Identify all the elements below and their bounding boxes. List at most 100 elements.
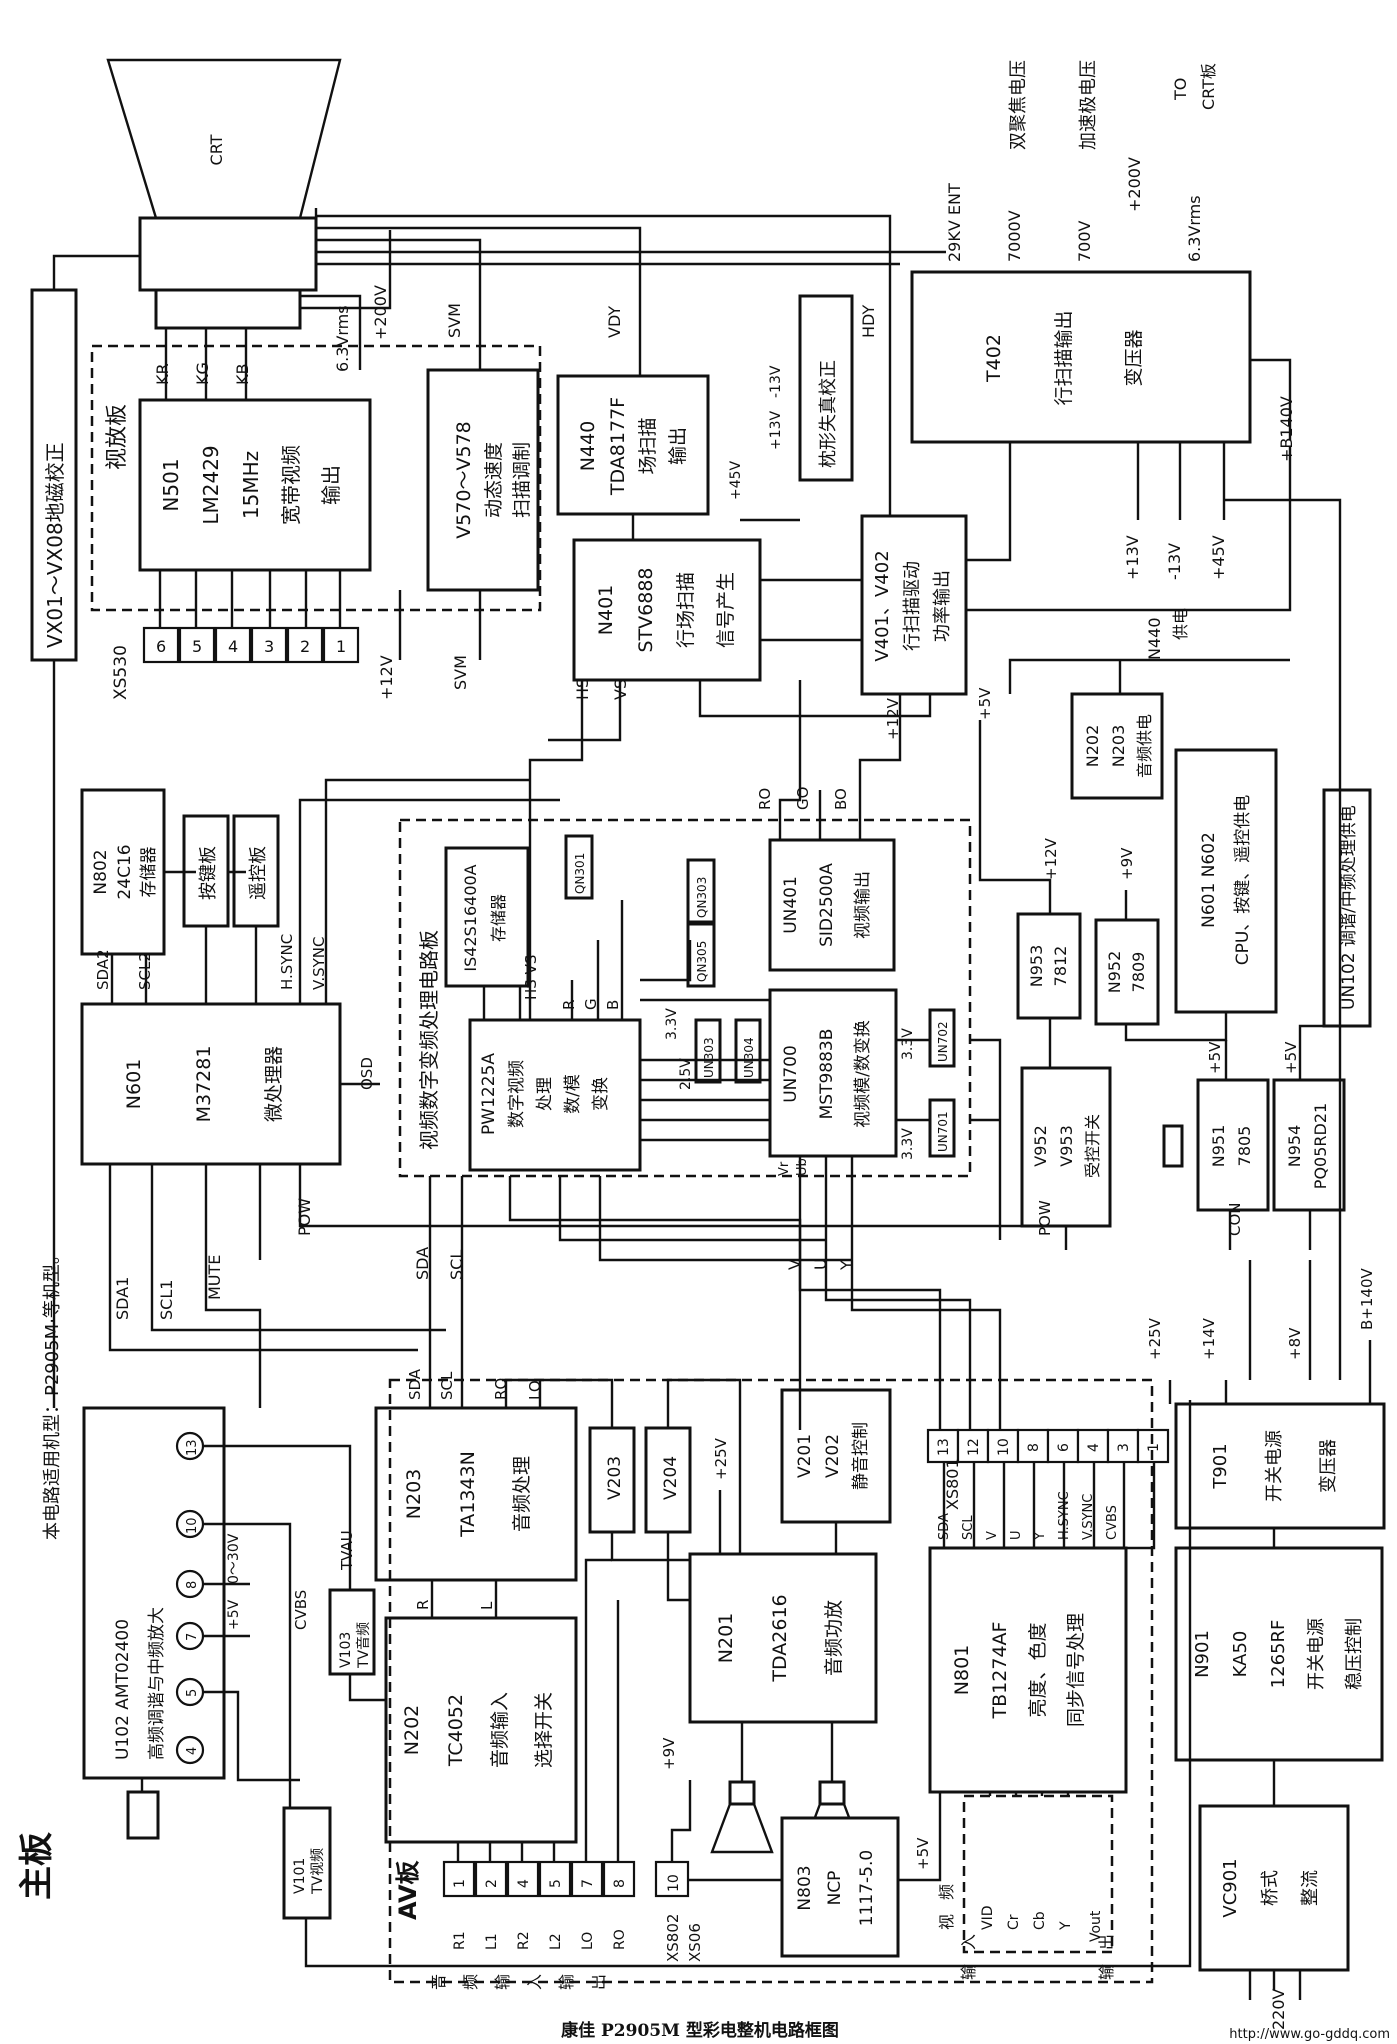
crt-kr: KR xyxy=(153,363,172,385)
svg-text:变换: 变换 xyxy=(591,1077,611,1111)
resistor xyxy=(1162,1124,1184,1168)
svg-text:整流: 整流 xyxy=(1300,1870,1321,1906)
t901-out-8v: +8V xyxy=(1286,1327,1304,1360)
pow-label-b: POW xyxy=(1036,1200,1054,1236)
svg-text:KA50: KA50 xyxy=(1230,1631,1251,1678)
svg-text:XS801: XS801 xyxy=(943,1458,962,1510)
n201-text: N201 TDA2616 音频功放 xyxy=(715,1594,845,1682)
t402-text: T402 行扫描输出 变压器 xyxy=(983,310,1145,405)
n801-pin-labels: SDA SCL V U Y H.SYNC V.SYNC CVBS xyxy=(937,1491,1120,1541)
svg-text:视: 视 xyxy=(937,1914,956,1930)
antenna-connector xyxy=(126,1790,160,1840)
svg-text:V201: V201 xyxy=(795,1434,815,1478)
svg-text:4: 4 xyxy=(516,1879,532,1888)
qn303-block xyxy=(686,858,716,924)
scl1-label: SCL1 xyxy=(157,1280,176,1320)
svg-text:4: 4 xyxy=(1086,1443,1102,1452)
n440-pin-minus13: -13V xyxy=(768,365,784,398)
svg-text:LM2429: LM2429 xyxy=(199,445,223,524)
svg-text:8: 8 xyxy=(185,1581,200,1589)
svg-text:R1: R1 xyxy=(452,1931,468,1950)
svg-text:V202: V202 xyxy=(823,1434,843,1478)
svg-text:存储器: 存储器 xyxy=(139,847,159,898)
svg-text:信号产生: 信号产生 xyxy=(715,572,737,648)
svg-text:2: 2 xyxy=(300,637,310,656)
svg-text:Y: Y xyxy=(1033,1532,1048,1541)
n951-block xyxy=(1196,1078,1270,1212)
rail-plus13: +13V xyxy=(1123,535,1142,580)
svg-text:V101: V101 xyxy=(292,1858,308,1894)
svg-text:XS530: XS530 xyxy=(111,645,131,700)
u102-tuning: 0～30V xyxy=(226,1533,242,1584)
t901-out-25v: +25V xyxy=(1146,1317,1164,1360)
pw1225-text: PW1225A 数字视频 处理 数/模 变换 xyxy=(479,1053,611,1135)
sda1-label: SDA1 xyxy=(113,1277,132,1320)
svg-text:数字视频: 数字视频 xyxy=(507,1060,527,1128)
svg-text:N440: N440 xyxy=(577,421,599,471)
svg-text:V952: V952 xyxy=(1031,1125,1050,1166)
n501-block xyxy=(138,398,372,572)
svg-text:宽带视频: 宽带视频 xyxy=(279,445,303,525)
n203-lo: LO xyxy=(526,1380,544,1400)
svg-text:6: 6 xyxy=(156,637,166,656)
sda2-label: SDA2 xyxy=(94,949,112,990)
svg-text:行扫描输出: 行扫描输出 xyxy=(1053,310,1075,405)
svg-text:变压器: 变压器 xyxy=(1123,329,1145,386)
n203-r: R xyxy=(414,1600,432,1610)
svg-text:7: 7 xyxy=(185,1633,200,1641)
hsync-label: H.SYNC xyxy=(278,934,296,990)
plus12v-label-a: +12V xyxy=(377,655,396,700)
svg-text:TV音频: TV音频 xyxy=(355,1622,372,1669)
svg-text:视频模/数变换: 视频模/数变换 xyxy=(853,1020,873,1128)
u-label: U xyxy=(811,1258,830,1270)
vc901-block xyxy=(1198,1804,1350,1972)
svg-text:10: 10 xyxy=(666,1874,682,1892)
svg-text:3: 3 xyxy=(1116,1443,1132,1452)
un700-block xyxy=(768,988,898,1158)
svg-text:选择开关: 选择开关 xyxy=(533,1692,555,1768)
b-label: B xyxy=(604,1000,622,1010)
n803-text: N803 NCP 1117-5.0 xyxy=(795,1850,877,1926)
n901-text: N901 KA50 1265RF 开关电源 稳压控制 xyxy=(1192,1618,1365,1690)
svg-text:动态速度: 动态速度 xyxy=(483,442,505,518)
xs801-connector: 13 12 10 8 6 4 3 1 XS801 xyxy=(926,1428,1170,1510)
svg-text:Vout: Vout xyxy=(1088,1910,1104,1942)
b140-low-label: B+140V xyxy=(1358,1268,1376,1330)
n951-text: N951 7805 xyxy=(1209,1125,1254,1168)
svg-text:U: U xyxy=(1009,1530,1024,1540)
n440-pin-plus45: +45V xyxy=(728,460,744,500)
n203-l: L xyxy=(478,1601,496,1610)
av-board-frame xyxy=(388,1378,1154,1984)
t402-out-700v: 700V xyxy=(1075,220,1094,262)
svg-text:N901: N901 xyxy=(1192,1630,1213,1678)
video-io-caption: 视 频 输 入 输 出 xyxy=(937,1884,1116,1980)
accel-voltage-label: 加速极电压 xyxy=(1078,60,1099,150)
qn301-block xyxy=(564,834,594,900)
svg-text:UN401: UN401 xyxy=(781,876,801,934)
n201-block xyxy=(688,1552,878,1724)
svg-text:N953: N953 xyxy=(1027,945,1046,988)
svg-text:N951: N951 xyxy=(1209,1125,1228,1168)
crt-kg: KG xyxy=(193,362,212,385)
vc901-text: VC901 桥式 整流 xyxy=(1220,1858,1321,1917)
n802-block xyxy=(80,788,166,956)
svg-text:输: 输 xyxy=(1097,1964,1116,1980)
av-input-pins: VID Cr Cb Y Vout xyxy=(980,1906,1104,1943)
v25-a: 2.5V xyxy=(678,1058,694,1090)
v401-block xyxy=(860,514,968,696)
r-label: R xyxy=(560,1000,578,1010)
svg-text:VC901: VC901 xyxy=(1220,1858,1241,1917)
svg-text:TDA2616: TDA2616 xyxy=(769,1594,791,1682)
v33-a: 3.3V xyxy=(664,1008,680,1040)
n901-block xyxy=(1174,1546,1384,1762)
t901-block xyxy=(1174,1402,1386,1530)
svg-text:频: 频 xyxy=(461,1974,480,1990)
svg-text:TC4052: TC4052 xyxy=(445,1694,467,1767)
un-pin-ub: Ub xyxy=(795,1158,810,1176)
svg-text:频: 频 xyxy=(937,1884,956,1900)
svg-text:XS06: XS06 xyxy=(686,1923,704,1962)
svg-text:4: 4 xyxy=(228,637,238,656)
n440-supply-label-b: 供电 xyxy=(1171,608,1190,640)
ro-label: RO xyxy=(756,788,774,810)
v5-label-b: +5V xyxy=(1206,1041,1224,1074)
